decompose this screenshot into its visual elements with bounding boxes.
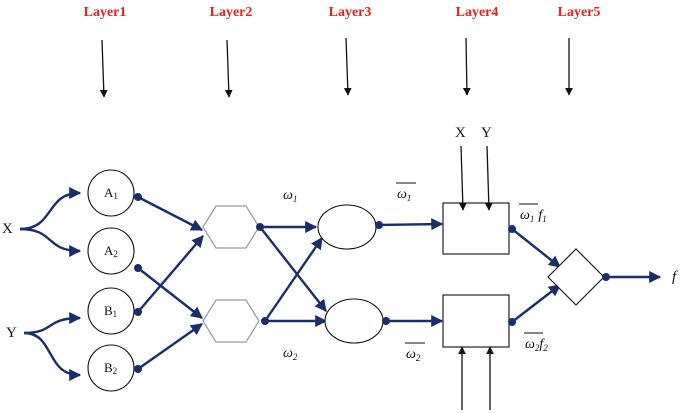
layer4-x-label: X — [455, 125, 466, 141]
w2-label: ω2 — [283, 346, 298, 362]
norm1-output-dot — [375, 221, 383, 229]
node-b1-main: B — [104, 303, 113, 318]
node-b1-sub: 1 — [113, 309, 118, 319]
a2-output-dot — [134, 264, 142, 272]
layer4-title: Layer4 — [456, 5, 499, 20]
a2-to-hex2-edge — [137, 267, 203, 319]
node-b1: B1 — [87, 287, 135, 335]
w1bar-label: ω1 — [396, 182, 416, 203]
node-a1-main: A — [104, 185, 114, 200]
svg-text:ω1: ω1 — [397, 187, 411, 203]
node-a1-sub: 1 — [113, 191, 118, 201]
layer3-arrow — [343, 37, 352, 96]
hex2-to-norm1-edge — [264, 237, 323, 322]
b1-to-hex1-edge — [137, 235, 204, 313]
x-to-a1-edge — [19, 187, 82, 231]
w2f2-label: ω2f2 — [524, 332, 548, 353]
sum-output-dot — [602, 273, 610, 281]
product-node-2 — [202, 299, 260, 343]
b2-to-hex2-edge — [137, 323, 203, 370]
layer4-arrow — [462, 37, 471, 96]
node-b2-main: B — [104, 360, 113, 375]
svg-text:B1: B1 — [104, 303, 117, 319]
svg-text:B2: B2 — [104, 360, 117, 376]
norm-node-1 — [317, 204, 377, 250]
y-to-b2-edge — [23, 331, 82, 381]
hex1-output-dot — [256, 223, 264, 231]
norm-node-2 — [324, 298, 384, 344]
b2-output-dot — [134, 365, 142, 373]
rule1-to-sum-edge — [511, 228, 561, 268]
node-a2: A2 — [87, 227, 135, 275]
product-node-1 — [202, 205, 260, 249]
y-to-b1-edge — [23, 312, 82, 335]
hex1-to-norm2-edge — [259, 226, 327, 312]
layer3-title: Layer3 — [329, 5, 372, 20]
rule1-output-dot — [508, 225, 516, 233]
layer1-arrow — [99, 39, 108, 98]
w1-label: ω1 — [283, 188, 297, 204]
layer2-arrow — [224, 39, 233, 98]
norm2-output-dot — [382, 317, 390, 325]
rule-node-1 — [442, 202, 510, 255]
w2bar-label: ω2 — [405, 342, 425, 363]
svg-text:A2: A2 — [104, 243, 118, 259]
hex2-output-dot — [261, 317, 269, 325]
layer2-title: Layer2 — [210, 5, 253, 20]
input-x-label: X — [2, 221, 13, 237]
layer4-y-label: Y — [481, 125, 492, 141]
input-y-label: Y — [6, 325, 17, 341]
node-b2: B2 — [87, 344, 135, 392]
y-to-rule1-arrow — [484, 145, 493, 211]
x-to-rule1-arrow — [458, 145, 467, 211]
layer1-title: Layer1 — [84, 5, 127, 20]
sum-node — [547, 248, 605, 306]
node-b2-sub: 2 — [113, 366, 118, 376]
rule2-to-sum-edge — [511, 284, 561, 323]
x-to-a2-edge — [19, 227, 82, 257]
norm1-to-rule1-edge — [378, 218, 444, 231]
node-a1: A1 — [87, 169, 135, 217]
layer5-title: Layer5 — [558, 5, 601, 20]
output-f-label: f — [672, 269, 678, 285]
a1-to-hex1-edge — [137, 195, 204, 232]
svg-text:ω2f2: ω2f2 — [525, 337, 548, 353]
svg-text:A1: A1 — [104, 185, 118, 201]
b1-output-dot — [134, 308, 142, 316]
a1-output-dot — [134, 193, 142, 201]
rule2-output-dot — [508, 318, 516, 326]
node-a2-sub: 2 — [113, 249, 118, 259]
rule-node-2 — [442, 294, 510, 348]
svg-text:ω2: ω2 — [406, 347, 421, 363]
node-a2-main: A — [104, 243, 114, 258]
